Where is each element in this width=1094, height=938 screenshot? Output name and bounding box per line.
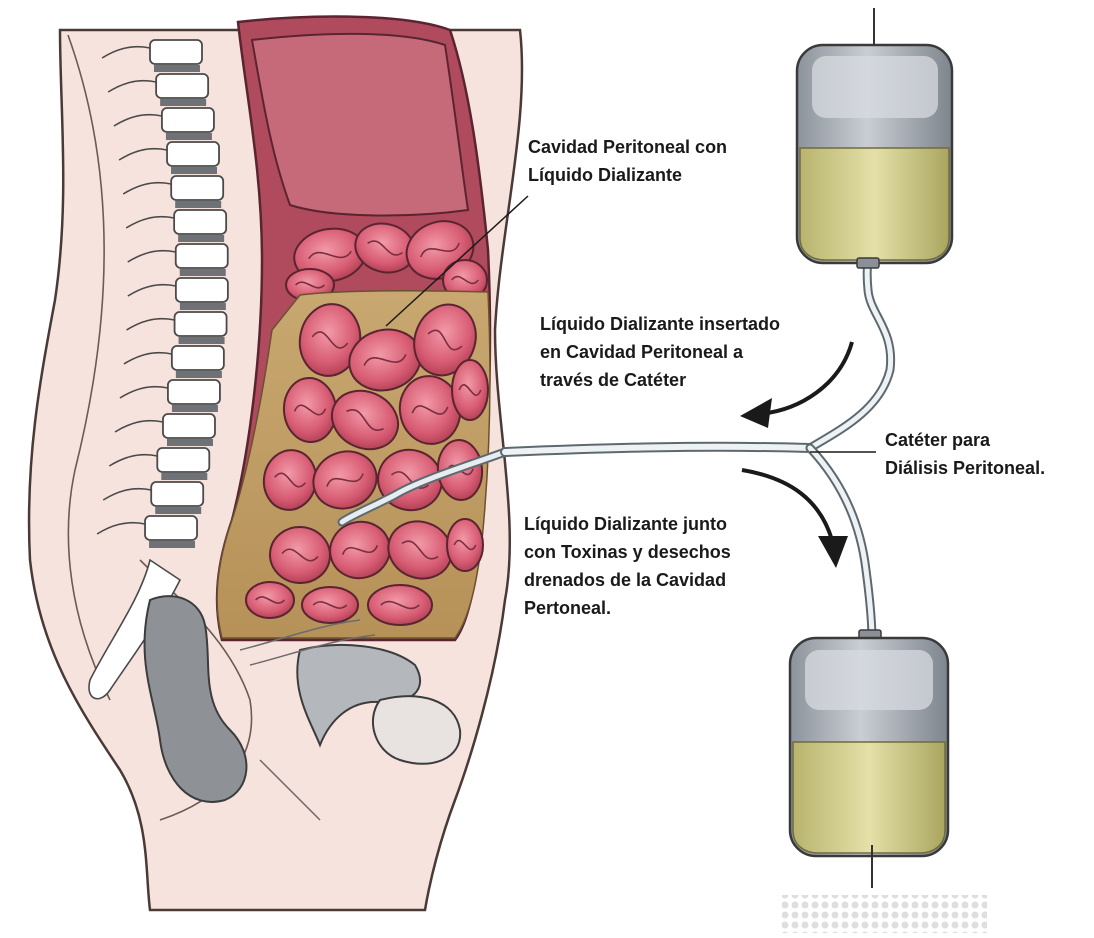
- vertebra: [176, 244, 228, 268]
- vertebra: [172, 346, 224, 370]
- liver: [252, 34, 468, 216]
- vertebra: [174, 210, 226, 234]
- label-cavity-line-1: Cavidad Peritoneal con: [528, 137, 727, 157]
- label-catheter: Catéter para Diálisis Peritoneal.: [885, 430, 1045, 478]
- intervertebral-disc: [161, 473, 207, 480]
- label-outflow-line-1: Líquido Dializante junto: [524, 514, 727, 534]
- vertebra: [171, 176, 223, 200]
- lower-drainage-bag: [782, 630, 987, 933]
- intervertebral-disc: [175, 201, 221, 208]
- intervertebral-disc: [155, 507, 201, 514]
- intervertebral-disc: [180, 303, 226, 310]
- intervertebral-disc: [172, 405, 218, 412]
- outflow-arrowhead: [818, 536, 848, 568]
- vertebra: [145, 516, 197, 540]
- peritoneal-cavity: [217, 17, 505, 640]
- intervertebral-disc: [176, 371, 222, 378]
- vertebra: [151, 482, 203, 506]
- intervertebral-disc: [160, 99, 206, 106]
- label-outflow-line-4: Pertoneal.: [524, 598, 611, 618]
- intervertebral-disc: [166, 133, 212, 140]
- inflow-arrowhead: [740, 398, 772, 428]
- intervertebral-disc: [180, 269, 226, 276]
- vertebra: [157, 448, 209, 472]
- vertebra: [167, 142, 219, 166]
- label-inflow-line-2: en Cavidad Peritoneal a: [540, 342, 744, 362]
- vertebra: [176, 278, 228, 302]
- vertebra: [150, 40, 202, 64]
- vertebra: [175, 312, 227, 336]
- label-cavity-line-2: Líquido Dializante: [528, 165, 682, 185]
- label-catheter-line-1: Catéter para: [885, 430, 991, 450]
- vertebra: [168, 380, 220, 404]
- vertebra: [162, 108, 214, 132]
- intervertebral-disc: [171, 167, 217, 174]
- upper-dialysate-bag: [797, 8, 952, 268]
- label-outflow-line-3: drenados de la Cavidad: [524, 570, 726, 590]
- label-catheter-line-2: Diálisis Peritoneal.: [885, 458, 1045, 478]
- vertebra: [156, 74, 208, 98]
- outflow-arrow: [742, 470, 832, 540]
- label-outflow: Líquido Dializante junto con Toxinas y d…: [524, 514, 736, 618]
- label-inflow-line-3: través de Catéter: [540, 370, 686, 390]
- vertebra: [163, 414, 215, 438]
- inflow-arrow: [760, 342, 852, 414]
- intervertebral-disc: [149, 541, 195, 548]
- intervertebral-disc: [154, 65, 200, 72]
- intervertebral-disc: [178, 235, 224, 242]
- intervertebral-disc: [167, 439, 213, 446]
- label-inflow: Líquido Dializante insertado en Cavidad …: [540, 314, 785, 390]
- flow-arrows: [740, 342, 852, 568]
- label-outflow-line-2: con Toxinas y desechos: [524, 542, 731, 562]
- floor-shadow: [782, 895, 987, 933]
- label-cavity: Cavidad Peritoneal con Líquido Dializant…: [528, 137, 732, 185]
- label-inflow-line-1: Líquido Dializante insertado: [540, 314, 780, 334]
- intervertebral-disc: [179, 337, 225, 344]
